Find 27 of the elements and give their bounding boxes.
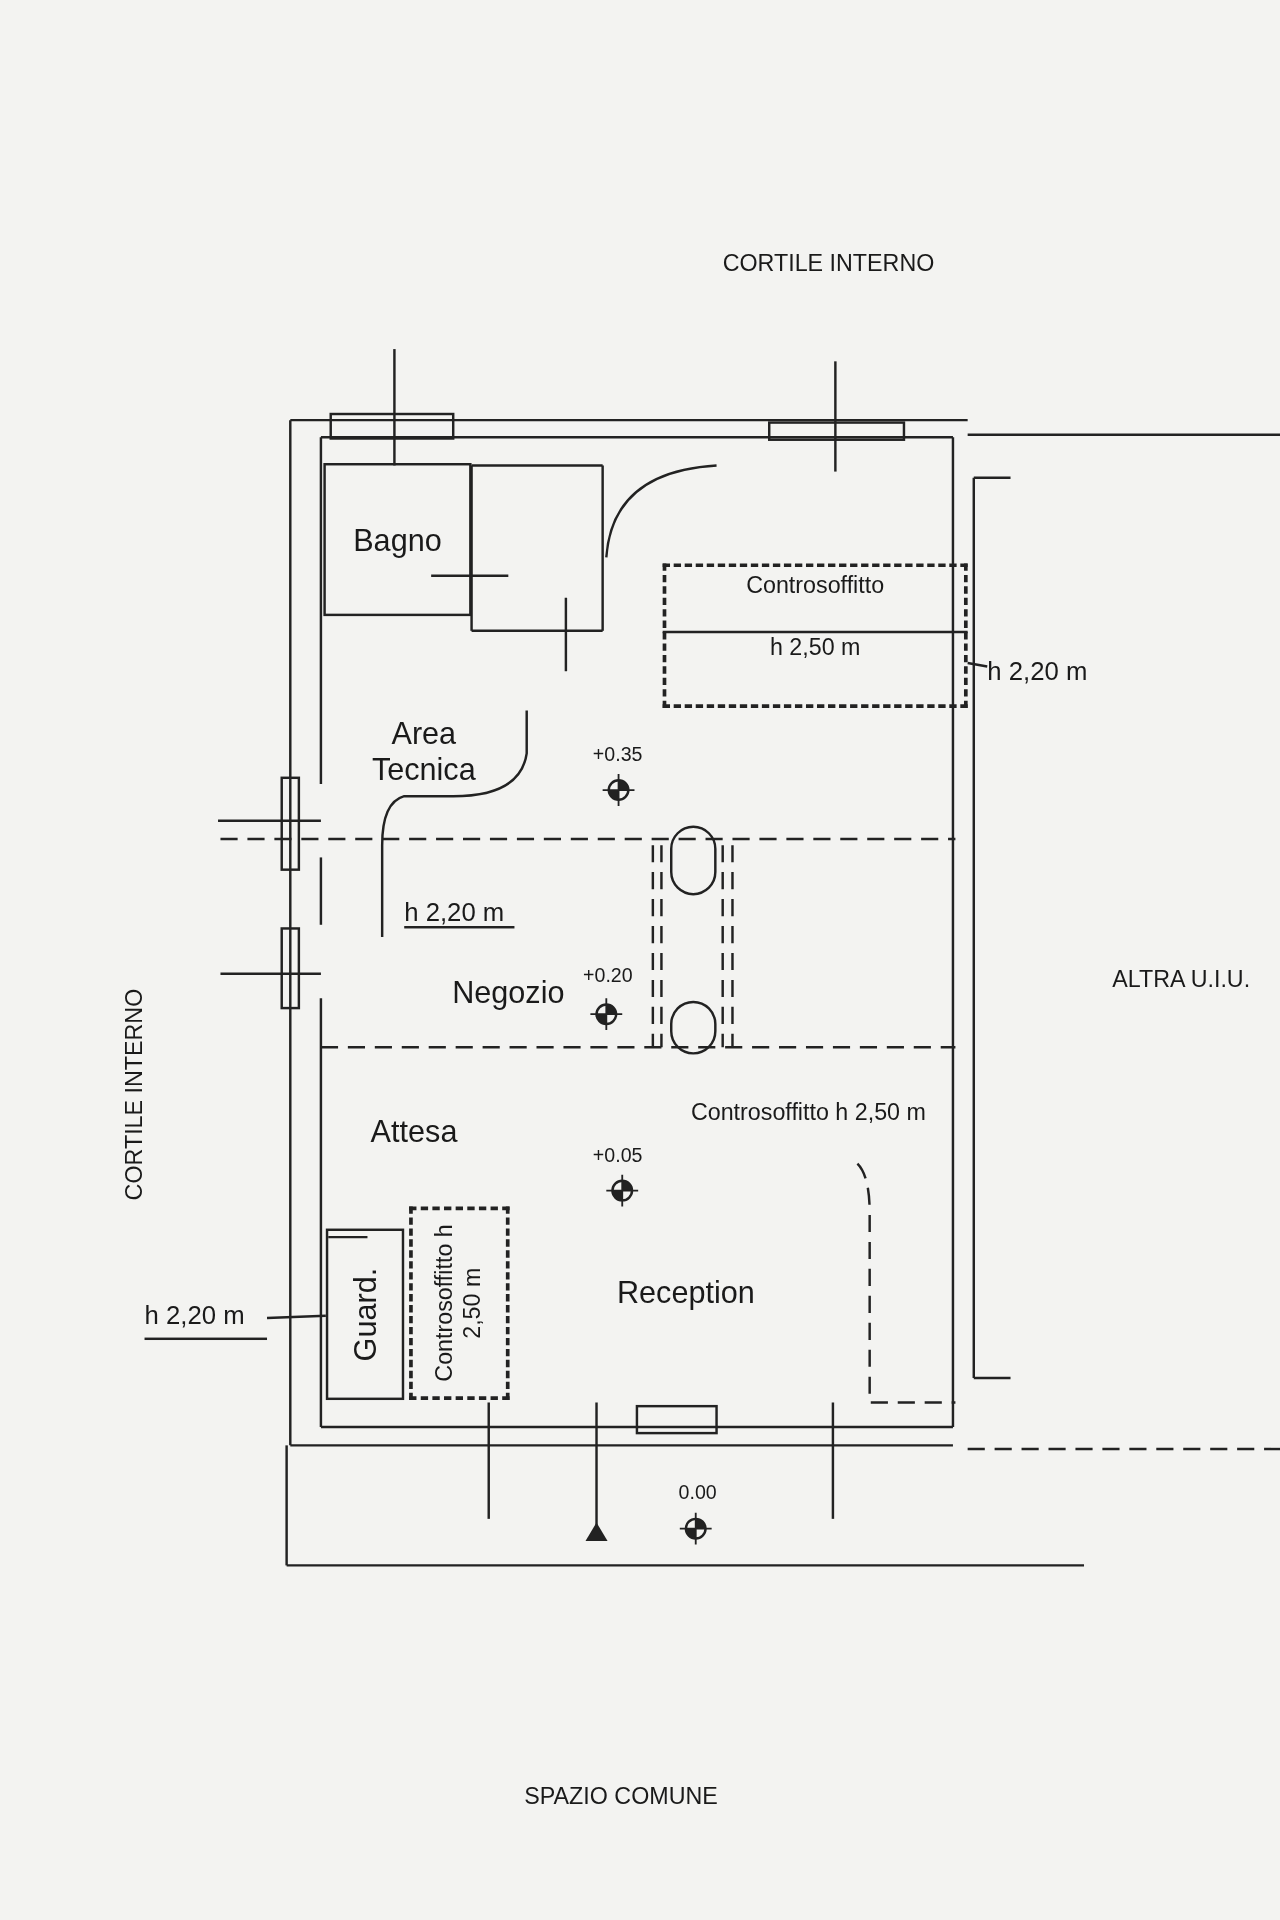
level-label: +0.35 (592, 743, 643, 766)
ceiling-label: Controsoffitto h 2,50 m (431, 1223, 487, 1384)
place-label: CORTILE INTERNO (722, 251, 935, 277)
place-label: CORTILE INTERNO (122, 988, 148, 1201)
room-label: Bagno (353, 521, 442, 558)
room-label: Reception (617, 1274, 755, 1311)
leader-line (967, 661, 988, 668)
room-label: Attesa (370, 1112, 458, 1149)
level-label: +0.05 (592, 1145, 643, 1167)
room-label: Negozio (452, 974, 565, 1011)
height-note: h 2,20 m (404, 897, 515, 929)
place-label: ALTRA U.I.U. (1112, 967, 1251, 994)
room-label: Area Tecnica (370, 713, 477, 787)
level-label: 0.00 (678, 1482, 717, 1504)
leader-line (266, 1314, 326, 1320)
ceiling-label: Controsoffitto (746, 572, 885, 600)
ceiling-label: Controsoffitto h 2,50 m (690, 1098, 926, 1126)
dropped-ceiling-outline (662, 563, 968, 708)
height-note: h 2,20 m (144, 1300, 267, 1340)
room-outline (323, 463, 472, 617)
level-label: +0.20 (583, 965, 633, 987)
place-label: SPAZIO COMUNE (524, 1784, 718, 1811)
dropped-ceiling-outline (409, 1206, 510, 1401)
room-label: Guard. (346, 1267, 384, 1362)
ceiling-label: h 2,50 m (769, 634, 861, 662)
height-note: h 2,20 m (987, 656, 1110, 699)
room-outline (325, 1228, 405, 1401)
